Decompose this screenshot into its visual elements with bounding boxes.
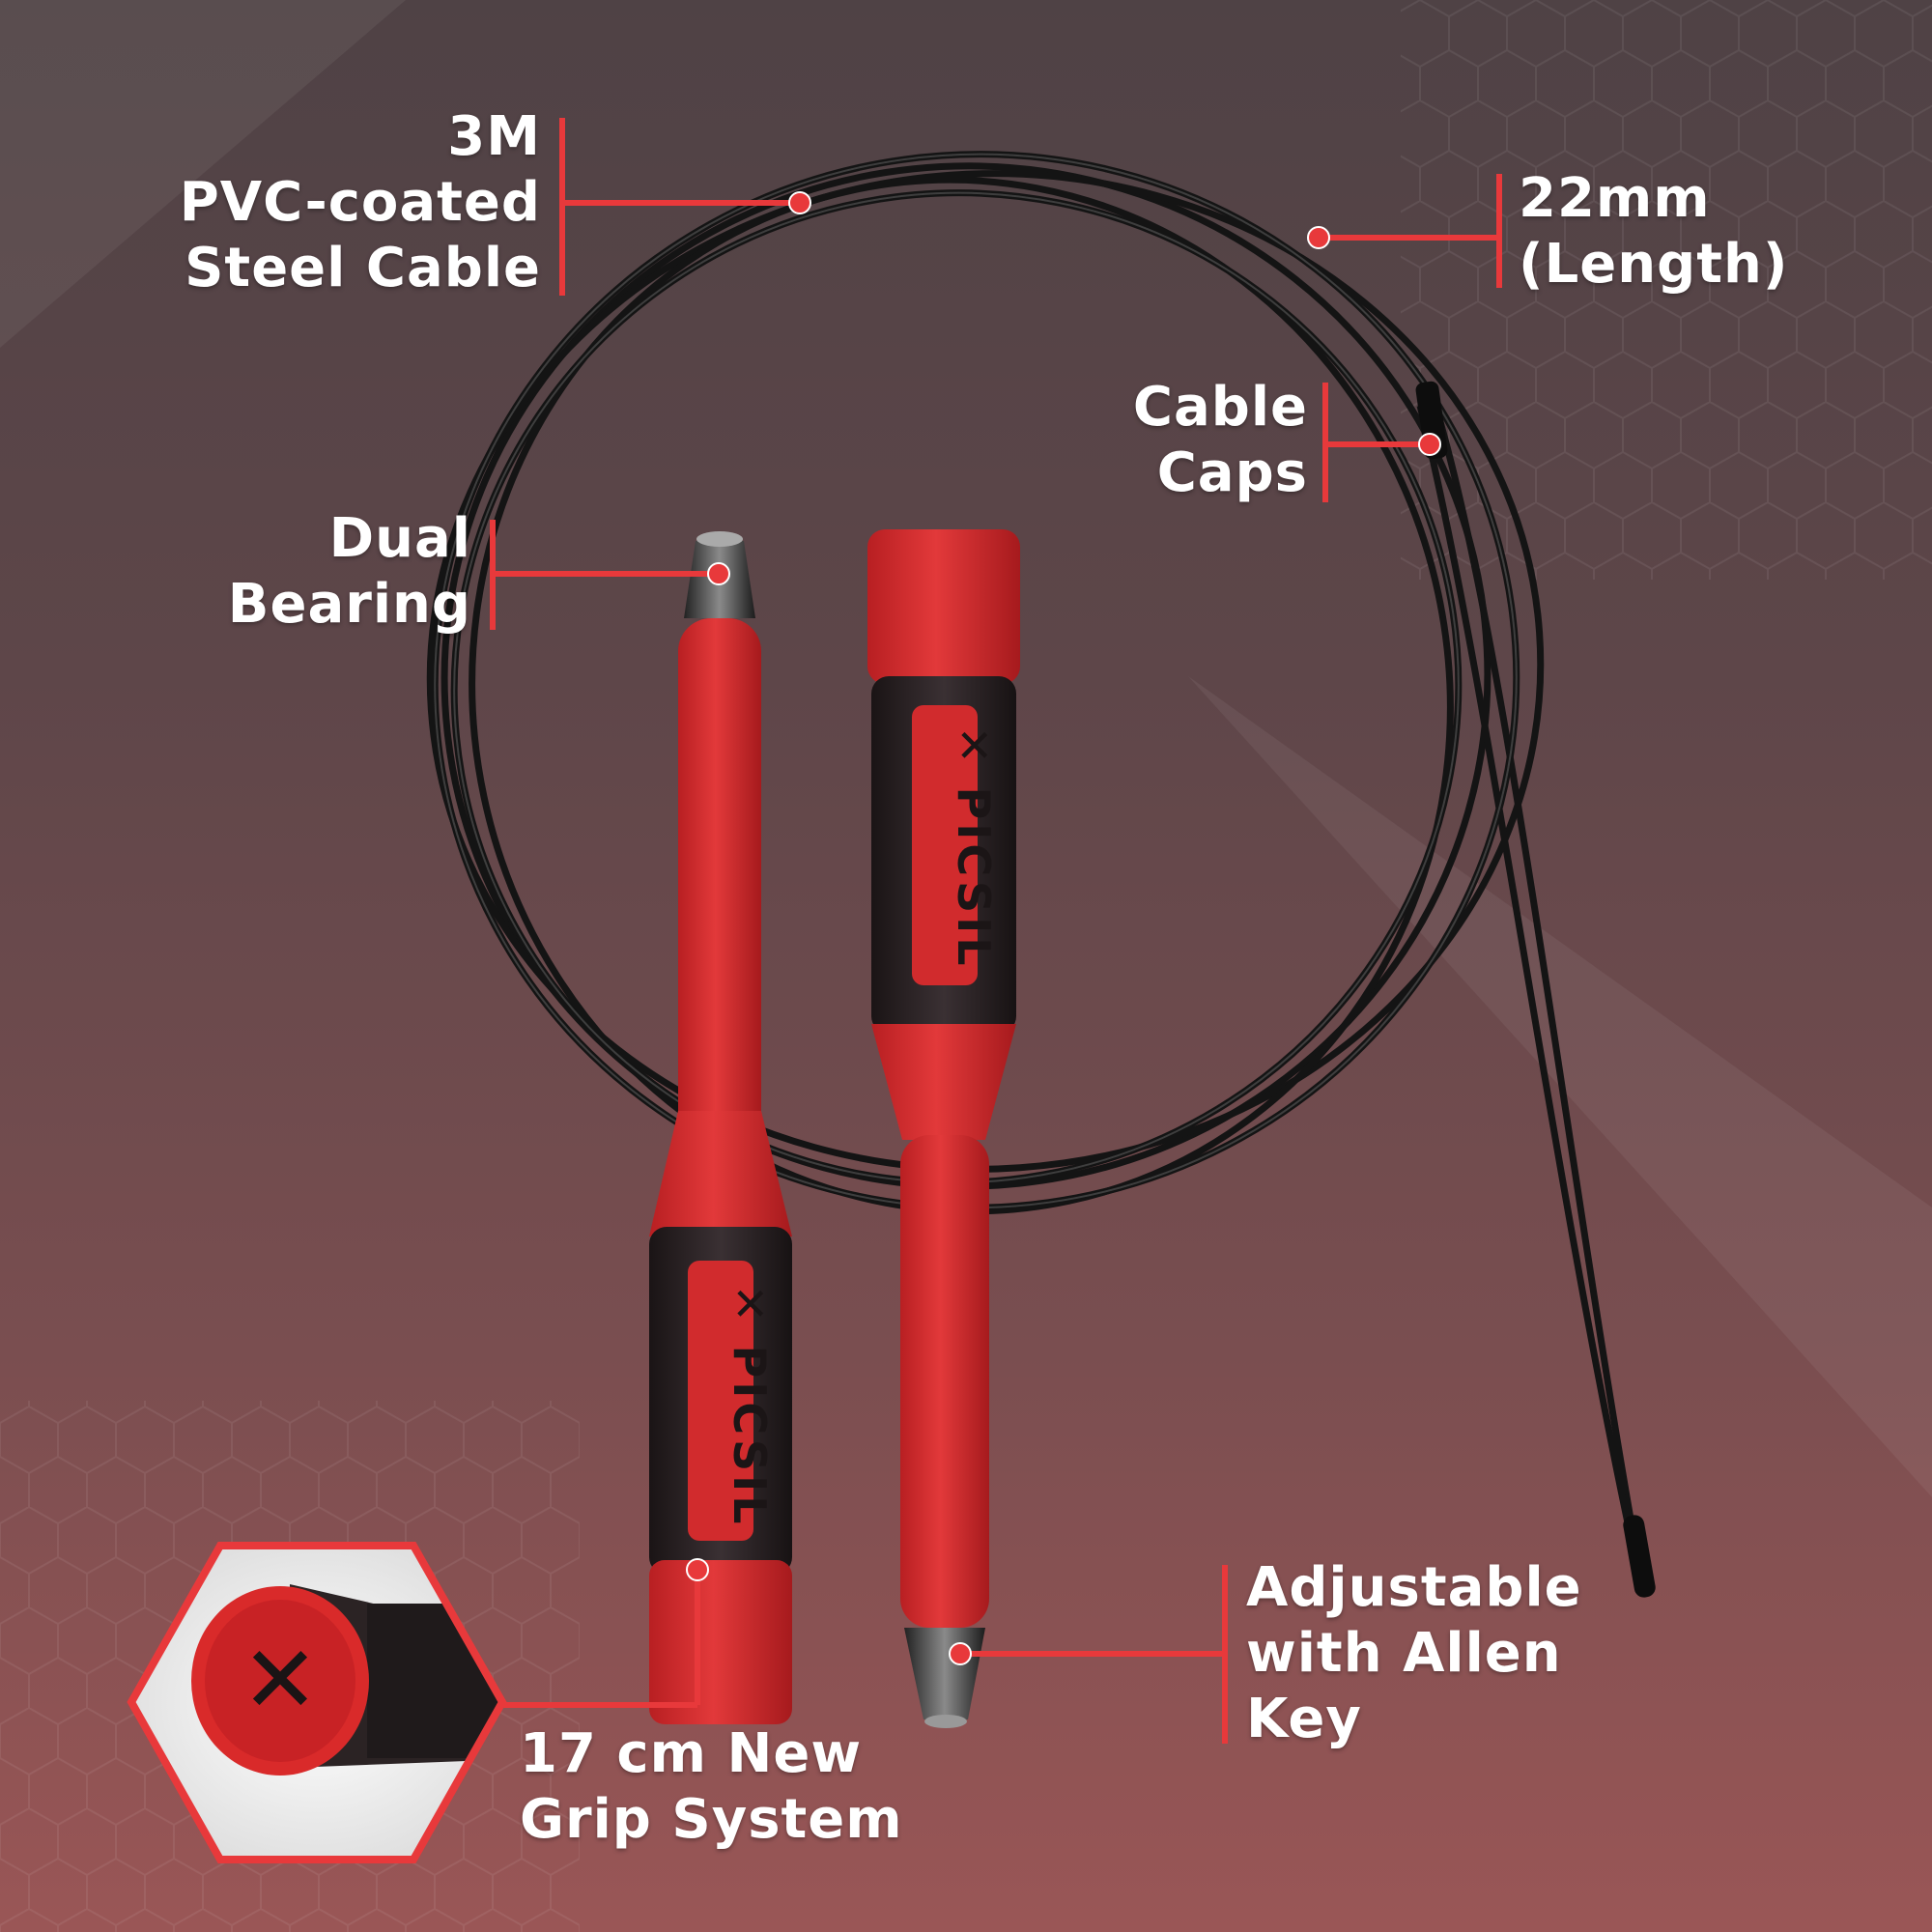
- callout-adjust-line-2: with Allen: [1246, 1622, 1562, 1685]
- grip-closeup-inset: ✕: [127, 1542, 507, 1863]
- callout-adjust-line-3: Key: [1246, 1688, 1362, 1750]
- cable-highlights: [434, 153, 1518, 1209]
- callout-length-label: 22mm (Length): [1519, 166, 1788, 298]
- callout-bearing-line-1: Dual: [328, 507, 471, 570]
- callout-length-line-1: 22mm: [1519, 167, 1711, 230]
- callout-adjust-line-1: Adjustable: [1246, 1556, 1582, 1619]
- callout-caps-label: Cable Caps: [1133, 375, 1308, 506]
- callout-cable-label: 3M PVC-coated Steel Cable: [180, 104, 541, 301]
- x-logo-icon: ✕: [242, 1626, 319, 1734]
- callout-cable-line-1: 3M: [447, 105, 541, 168]
- callout-cable-line-2: PVC-coated: [179, 171, 541, 234]
- picsil-logo-right: ✕ PICSIL: [948, 726, 1000, 970]
- right-handle: ✕ PICSIL: [867, 529, 1020, 1728]
- callout-leaders: [490, 118, 1502, 1744]
- callout-grip-line-1: 17 cm New: [520, 1722, 863, 1785]
- callout-cable-line-3: Steel Cable: [185, 237, 541, 299]
- callout-bearing-line-2: Bearing: [227, 573, 471, 636]
- callout-bearing-label: Dual Bearing: [228, 506, 471, 638]
- left-handle: ✕ PICSIL: [649, 531, 792, 1724]
- callout-adjust-label: Adjustable with Allen Key: [1246, 1555, 1582, 1752]
- callout-grip-line-2: Grip System: [520, 1788, 903, 1851]
- steel-cable: [426, 151, 1646, 1585]
- callout-caps-line-1: Cable: [1132, 376, 1308, 439]
- callout-grip-label: 17 cm New Grip System: [520, 1721, 903, 1853]
- picsil-logo-left: ✕ PICSIL: [724, 1285, 776, 1528]
- callout-length-line-2: (Length): [1519, 233, 1789, 296]
- callout-dots: [686, 191, 1441, 1665]
- callout-caps-line-2: Caps: [1156, 441, 1308, 504]
